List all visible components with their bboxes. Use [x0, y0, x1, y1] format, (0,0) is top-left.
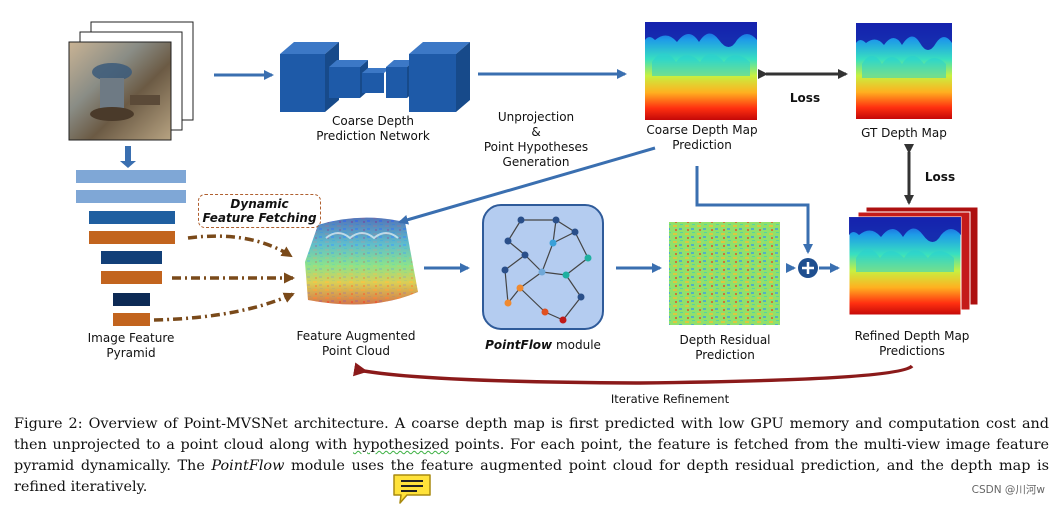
feature-fetch-arrows: [153, 234, 295, 322]
pointflow-label: PointFlow module: [473, 338, 613, 353]
point-cloud-line2: Point Cloud: [322, 344, 390, 358]
unprojection-line3: Point Hypotheses: [483, 140, 589, 154]
coarse-map-line1: Coarse Depth Map: [646, 123, 758, 137]
coarse-map-line2: Prediction: [672, 138, 732, 152]
figure-caption: Figure 2: Overview of Point-MVSNet archi…: [14, 414, 1049, 498]
gt-map-label: GT Depth Map: [861, 126, 947, 140]
point-cloud-line1: Feature Augmented: [296, 329, 416, 343]
iterative-refinement-arrow: [352, 362, 914, 385]
watermark: CSDN @川河w: [971, 484, 1045, 496]
comment-icon[interactable]: [391, 472, 433, 506]
arrow-coarse-to-plus: [695, 166, 813, 254]
iterative-refinement-label: Iterative Refinement: [610, 392, 730, 406]
caption-part2: points. For each point, the feature is f…: [14, 437, 1049, 474]
caption-part1: Figure 2: Overview of Point-MVSNet archi…: [14, 416, 1049, 453]
depth-residual-map: [669, 222, 780, 325]
dynamic-line2: Feature Fetching: [202, 211, 317, 225]
coarse-net-label: Coarse Depth Prediction Network: [298, 114, 448, 144]
unprojection-line4: Generation: [502, 155, 570, 169]
point-cloud: [305, 217, 418, 305]
pyramid-line2: Pyramid: [106, 346, 156, 360]
residual-label: Depth Residual Prediction: [660, 333, 790, 363]
residual-line1: Depth Residual: [679, 333, 771, 347]
pointflow-suffix: module: [552, 338, 601, 352]
coarse-net-label-line2: Prediction Network: [316, 129, 430, 143]
refined-label: Refined Depth Map Predictions: [842, 329, 982, 359]
coarse-map-label: Coarse Depth Map Prediction: [632, 123, 772, 153]
residual-line2: Prediction: [695, 348, 755, 362]
refined-line2: Predictions: [879, 344, 945, 358]
coarse-depth-network: [280, 42, 470, 112]
loss-top-label: Loss: [789, 91, 821, 105]
input-images: [68, 21, 194, 141]
pointflow-module: [482, 204, 604, 330]
refined-line1: Refined Depth Map: [854, 329, 970, 343]
caption-pointflow: PointFlow: [211, 458, 285, 474]
coarse-depth-map: [645, 22, 757, 120]
pointflow-name: PointFlow: [485, 338, 553, 352]
dynamic-line1: Dynamic: [230, 197, 289, 211]
pyramid-label: Image Feature Pyramid: [66, 331, 196, 361]
caption-part3: module uses the feature augmented point …: [14, 458, 1049, 495]
loss-right-label: Loss: [924, 170, 956, 184]
unprojection-line2: &: [531, 125, 541, 139]
point-cloud-label: Feature Augmented Point Cloud: [286, 329, 426, 359]
unprojection-line1: Unprojection: [497, 110, 575, 124]
coarse-net-label-line1: Coarse Depth: [331, 114, 414, 128]
unprojection-label: Unprojection & Point Hypotheses Generati…: [456, 110, 616, 170]
refined-depth-maps: [848, 206, 979, 316]
plus-node: [798, 258, 818, 278]
pyramid-line1: Image Feature: [87, 331, 175, 345]
architecture-diagram: [68, 21, 979, 385]
caption-spellcheck-word: hypothesized: [352, 437, 450, 453]
arrow-coarse-to-cloud: [398, 146, 656, 225]
gt-depth-map: [856, 23, 952, 119]
arrow-images-to-pyramid-head: [120, 161, 136, 168]
image-feature-pyramid: [76, 170, 186, 326]
dynamic-feature-fetching-box: Dynamic Feature Fetching: [198, 194, 321, 228]
